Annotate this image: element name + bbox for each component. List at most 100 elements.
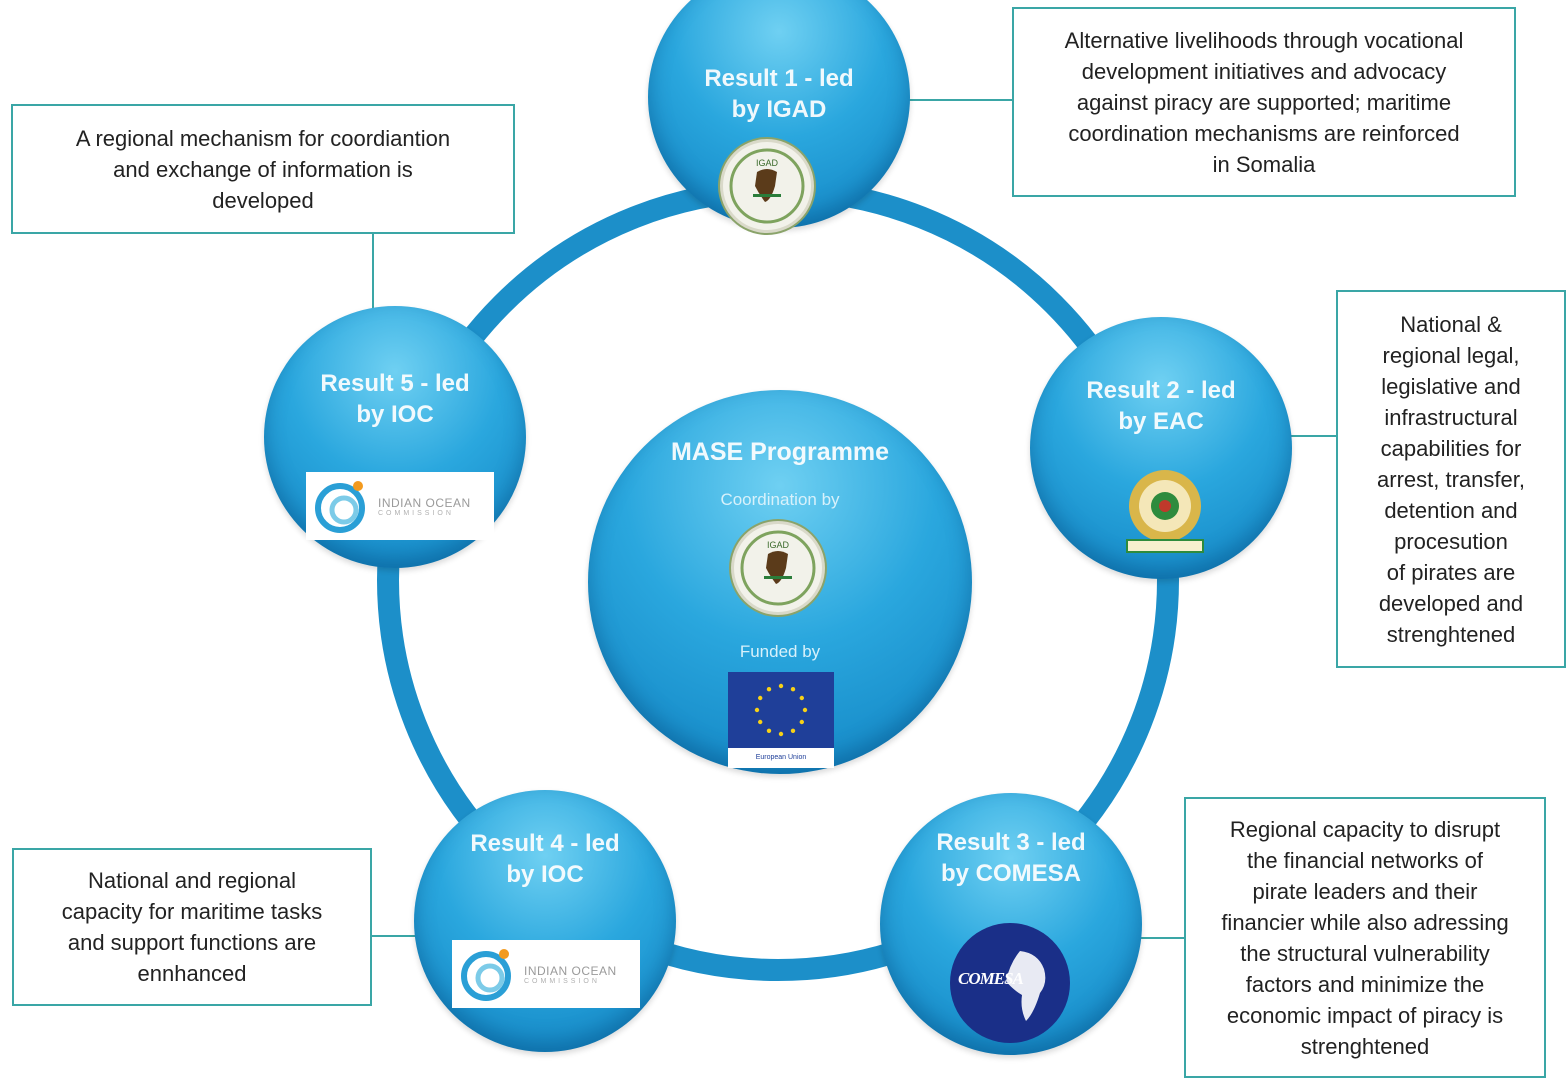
ioc-logo-result-4: INDIAN OCEAN COMMISSION <box>452 940 640 1008</box>
box-line: capacity for maritime tasks <box>61 899 323 924</box>
result-4-title-line1: Result 4 - led <box>470 830 620 857</box>
eu-star <box>790 728 796 733</box>
result-5-title-line1: Result 5 - led <box>320 370 470 397</box>
result-2-description-box: National & regional legal, legislative a… <box>1336 290 1566 668</box>
connector-r2 <box>1280 435 1337 437</box>
eu-star <box>790 687 796 692</box>
connector-r5 <box>372 233 374 323</box>
box-line: and support functions are <box>67 930 317 955</box>
result-2-title: Result 2 - led by EAC <box>1030 375 1292 437</box>
box-line: financier while also adressing <box>1221 909 1509 935</box>
comesa-logo: COMESA <box>950 923 1070 1043</box>
box-line: strenghtened <box>1300 1033 1430 1059</box>
box-line: the structural vulnerability <box>1240 940 1490 966</box>
result-3-title: Result 3 - led by COMESA <box>880 827 1142 889</box>
igad-seal-graphic: IGAD <box>740 530 816 606</box>
box-line: pirate leaders and their <box>1252 878 1478 904</box>
eu-star <box>766 687 772 692</box>
connector-r4 <box>370 935 420 937</box>
result-5-title-line2: by IOC <box>356 401 434 428</box>
connector-r3 <box>1140 937 1185 939</box>
igad-seal-text: IGAD <box>767 540 790 550</box>
result-5-description-box: A regional mechanism for coordiantion an… <box>11 104 515 234</box>
box-line: in Somalia <box>1212 151 1316 177</box>
box-line: procesution <box>1394 528 1508 554</box>
result-3-description-box: Regional capacity to disrupt the financi… <box>1184 797 1546 1078</box>
box-line: regional legal, <box>1382 342 1520 368</box>
eu-flag-logo: European Union <box>728 672 834 768</box>
center-node: MASE Programme Coordination by IGAD Fund… <box>588 390 972 774</box>
eu-star <box>754 707 760 713</box>
result-5-title: Result 5 - led by IOC <box>264 368 526 430</box>
box-line: National & <box>1400 311 1502 337</box>
ioc-logo-text: INDIAN OCEAN <box>524 964 617 978</box>
eac-emblem-logo <box>1115 462 1215 557</box>
result-5-node: Result 5 - led by IOC INDIAN OCEAN COMMI… <box>264 306 526 568</box>
result-3-node: Result 3 - led by COMESA COMESA <box>880 793 1142 1055</box>
result-4-node: Result 4 - led by IOC INDIAN OCEAN COMMI… <box>414 790 676 1052</box>
box-line: factors and minimize the <box>1245 971 1485 997</box>
center-title: MASE Programme <box>670 438 890 466</box>
result-1-title-line1: Result 1 - led <box>704 65 854 92</box>
comesa-logo-text: COMESA <box>958 969 1024 988</box>
ioc-logo-result-5: INDIAN OCEAN COMMISSION <box>306 472 494 540</box>
eu-star <box>778 683 784 689</box>
eu-star <box>802 707 808 713</box>
result-1-node: Result 1 - led by IGAD IGAD <box>648 0 910 230</box>
igad-seal-graphic: IGAD <box>729 148 805 224</box>
box-line: coordination mechanisms are reinforced <box>1068 120 1460 146</box>
box-line: of pirates are <box>1386 559 1516 585</box>
funded-label: Funded by <box>739 642 821 661</box>
eu-star <box>778 731 784 737</box>
ioc-swirl-icon <box>461 949 511 1001</box>
result-2-node: Result 2 - led by EAC <box>1030 317 1292 579</box>
result-4-description-box: National and regional capacity for marit… <box>12 848 372 1006</box>
eu-star <box>758 695 763 701</box>
box-line: strenghtened <box>1386 621 1516 647</box>
box-line: legislative and <box>1381 373 1521 399</box>
box-line: arrest, transfer, <box>1377 466 1525 492</box>
result-3-title-line2: by COMESA <box>940 860 1081 887</box>
eu-stars-icon <box>754 683 808 737</box>
box-line: National and regional <box>88 868 296 893</box>
box-line: developed and <box>1378 590 1524 616</box>
eu-flag-caption: European Union <box>728 748 834 768</box>
box-line: detention and <box>1384 497 1518 523</box>
box-line: the financial networks of <box>1246 847 1484 873</box>
igad-seal-text: IGAD <box>756 158 779 168</box>
eu-star <box>758 719 763 725</box>
result-1-description-box: Alternative livelihoods through vocation… <box>1012 7 1516 197</box>
eu-star <box>799 719 804 725</box>
result-3-title-line1: Result 3 - led <box>936 829 1086 856</box>
box-line: A regional mechanism for coordiantion <box>75 125 451 151</box>
box-line: and exchange of information is <box>113 156 413 182</box>
ioc-logo-subtext: COMMISSION <box>378 510 454 517</box>
result-1-description: Alternative livelihoods through vocation… <box>1065 25 1464 180</box>
eu-star <box>766 728 772 733</box>
result-4-description: National and regional capacity for marit… <box>62 865 322 989</box>
result-3-description: Regional capacity to disrupt the financi… <box>1221 814 1508 1062</box>
center-igad-seal-logo: IGAD <box>734 524 822 612</box>
ioc-logo-subtext: COMMISSION <box>524 978 600 985</box>
result-1-title-line2: by IGAD <box>731 96 827 123</box>
coordination-label: Coordination by <box>720 490 840 509</box>
connector-r1 <box>880 99 1013 101</box>
box-line: development initiatives and advocacy <box>1081 58 1447 84</box>
box-line: Alternative livelihoods through vocation… <box>1064 27 1464 53</box>
eac-emblem-graphic <box>1126 470 1204 553</box>
comesa-africa-shape <box>1006 951 1046 1021</box>
box-line: ennhanced <box>137 961 247 986</box>
result-5-description: A regional mechanism for coordiantion an… <box>76 123 450 216</box>
result-4-title-line2: by IOC <box>506 861 584 888</box>
box-line: economic impact of piracy is <box>1226 1002 1504 1028</box>
igad-seal-logo: IGAD <box>723 142 811 230</box>
box-line: capabilities for <box>1380 435 1522 461</box>
box-line: infrastructural <box>1384 404 1518 430</box>
ioc-logo-text: INDIAN OCEAN <box>378 496 471 510</box>
box-line: Regional capacity to disrupt <box>1229 816 1501 842</box>
ioc-swirl-icon <box>315 481 365 533</box>
result-1-title: Result 1 - led by IGAD <box>648 63 910 125</box>
box-line: developed <box>212 187 314 213</box>
box-line: against piracy are supported; maritime <box>1076 89 1452 115</box>
